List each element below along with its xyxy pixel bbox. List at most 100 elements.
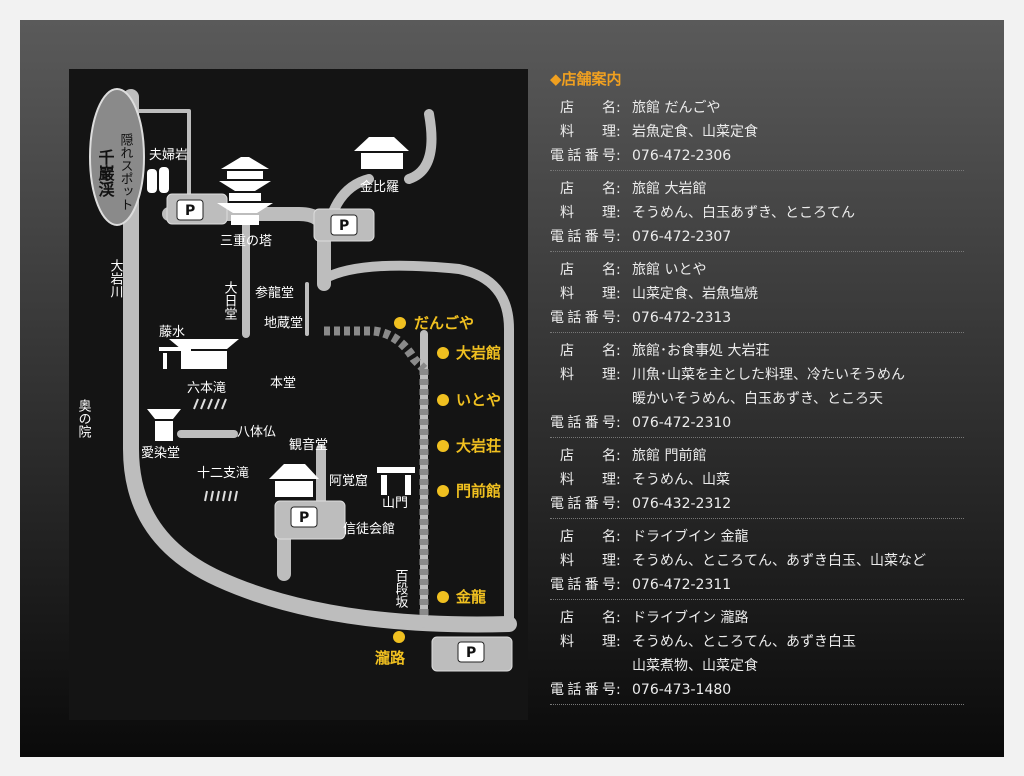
shop-food-value: 岩魚定食、山菜定食 xyxy=(632,124,758,140)
label-oiwa-river: 大岩川 xyxy=(108,259,124,298)
colon: : xyxy=(616,148,621,164)
shop-food-row: 料理: 川魚･山菜を主とした料理、冷たいそうめん 暖かいそうめん、白玉あずき、とこ… xyxy=(550,363,964,411)
shop-name-value: ドライブイン 瀧路 xyxy=(632,610,749,626)
shop-name-row: 店名:旅館 いとや xyxy=(550,258,964,282)
shop-tel-row: 電話番号:076-472-2313 xyxy=(550,306,964,330)
shop-food-value: そうめん、白玉あずき、ところてん xyxy=(632,205,856,221)
colon: : xyxy=(616,472,621,488)
path-meotoiwa xyxy=(135,109,191,211)
colon: : xyxy=(616,367,621,383)
label-senganke: 千巖渓 xyxy=(96,149,115,198)
shop-food-label: 料理 xyxy=(560,472,616,488)
parking-label-2: P xyxy=(339,218,349,234)
shop-tel-value: 076-473-1480 xyxy=(632,682,732,698)
hondo-icon xyxy=(169,339,239,369)
colon: : xyxy=(616,415,621,431)
shop-marker-monzenkan xyxy=(437,485,449,497)
shop-tel-value: 076-472-2310 xyxy=(632,415,732,431)
shop-food-row: 料理: そうめん、山菜 xyxy=(550,468,964,492)
label-hyakudanzaka: 百段坂 xyxy=(393,569,409,608)
shop-label-dangoya: だんごや xyxy=(414,314,474,332)
road-konpira xyxy=(319,174,374,289)
shop-marker-takiji xyxy=(393,631,405,643)
shop-entry: 店名:旅館 門前館料理:そうめん、山菜電話番号:076-432-2312 xyxy=(550,444,964,519)
colon: : xyxy=(616,343,621,359)
shop-tel-value: 076-472-2311 xyxy=(632,577,732,593)
shop-label-monzenkan: 門前館 xyxy=(456,482,501,500)
shop-name-value: 旅館 大岩館 xyxy=(632,181,707,197)
shop-food-row: 料理:山菜定食、岩魚塩焼 xyxy=(550,282,964,306)
colon: : xyxy=(616,181,621,197)
roppontaki-waterfall-icon xyxy=(193,398,227,410)
shop-tel-label: 電話番号 xyxy=(550,682,616,698)
shop-info-title: ◆店舗案内 xyxy=(550,70,622,88)
shop-tel-row: 電話番号:076-472-2311 xyxy=(550,573,964,597)
shop-name-row: 店名: ドライブイン 瀧路 xyxy=(550,606,964,630)
sanmon-icon xyxy=(377,467,415,495)
shop-marker-dangoya xyxy=(394,317,406,329)
shop-entry: 店名:ドライブイン 金龍料理:そうめん、ところてん、あずき白玉、山菜など電話番号… xyxy=(550,525,964,600)
label-akakudo: 阿覚窟 xyxy=(329,473,368,489)
label-fujimizu: 藤水 xyxy=(159,325,185,340)
label-kannondo: 観音堂 xyxy=(289,437,328,453)
shop-name-value: 旅館 いとや xyxy=(632,262,707,278)
shop-food-row: 料理:そうめん、ところてん、あずき白玉 山菜煮物、山菜定食 xyxy=(550,630,964,678)
shop-entry: 店名:旅館 いとや料理:山菜定食、岩魚塩焼電話番号:076-472-2313 xyxy=(550,258,964,333)
shop-tel-row: 電話番号:076-472-2306 xyxy=(550,144,964,168)
label-jizodo: 地蔵堂 xyxy=(264,316,303,331)
shop-food-value: 山菜定食、岩魚塩焼 xyxy=(632,286,758,302)
label-sanju-no-to: 三重の塔 xyxy=(220,233,272,249)
shop-food-value: そうめん、ところてん、あずき白玉 山菜煮物、山菜定食 xyxy=(632,634,856,674)
shop-entry: 店名:旅館 大岩館料理:そうめん、白玉あずき、ところてん電話番号:076-472… xyxy=(550,177,964,252)
road-north xyxy=(404,109,437,184)
shop-tel-value: 076-472-2307 xyxy=(632,229,732,245)
label-shintokaikan: 信徒会館 xyxy=(343,522,395,537)
shop-food-label: 料理 xyxy=(560,286,616,302)
shop-entry: 店名:旅館 だんごや料理:岩魚定食、山菜定食電話番号:076-472-2306 xyxy=(550,96,964,171)
hidden-spot-oval xyxy=(89,88,145,226)
shop-entry: 店名: ドライブイン 瀧路料理:そうめん、ところてん、あずき白玉 山菜煮物、山菜定… xyxy=(550,606,964,705)
main-road xyxy=(123,89,517,633)
shop-tel-row: 電話番号:076-473-1480 xyxy=(550,678,964,702)
label-oku-no-in: 奥の院 xyxy=(76,399,92,438)
shop-tel-row: 電話番号:076-432-2312 xyxy=(550,492,964,516)
colon: : xyxy=(616,262,621,278)
pagoda-icon xyxy=(217,157,273,225)
shop-name-label: 店名 xyxy=(560,610,616,626)
parking-label-1: P xyxy=(185,203,195,219)
colon: : xyxy=(616,205,621,221)
path-dotted-1 xyxy=(324,326,428,373)
colon: : xyxy=(616,100,621,116)
label-hidden-spot: 隠れスポット xyxy=(118,133,134,211)
colon: : xyxy=(616,529,621,545)
shop-food-label: 料理 xyxy=(560,367,616,383)
shop-tel-label: 電話番号 xyxy=(550,496,616,512)
parking-label-4: P xyxy=(466,645,476,661)
map-svg: 隠れスポット 千巖渓 夫婦岩 三重の塔 金比羅 大岩川 大日堂 参龍堂 地蔵堂 … xyxy=(76,88,517,672)
shop-name-row: 店名:旅館 大岩館 xyxy=(550,177,964,201)
colon: : xyxy=(616,682,621,698)
shop-name-label: 店名 xyxy=(560,343,616,359)
shop-name-label: 店名 xyxy=(560,100,616,116)
shop-tel-value: 076-472-2313 xyxy=(632,310,732,326)
junishitaki-waterfall-icon xyxy=(204,490,238,502)
colon: : xyxy=(616,610,621,626)
shop-marker-oiwaso xyxy=(437,440,449,452)
meotoiwa-rock-icon xyxy=(147,169,157,193)
shop-marker-oiwakan xyxy=(437,347,449,359)
colon: : xyxy=(616,577,621,593)
shop-name-row: 店名:旅館 だんごや xyxy=(550,96,964,120)
shop-food-value: 川魚･山菜を主とした料理、冷たいそうめん 暖かいそうめん、白玉あずき、ところ天 xyxy=(632,367,905,407)
shop-name-label: 店名 xyxy=(560,529,616,545)
shop-entry: 店名:旅館･お食事処 大岩荘料理:川魚･山菜を主とした料理、冷たいそうめん 暖か… xyxy=(550,339,964,438)
shop-food-value: そうめん、ところてん、あずき白玉、山菜など xyxy=(632,553,926,569)
shop-tel-label: 電話番号 xyxy=(550,415,616,431)
shop-label-takiji: 瀧路 xyxy=(375,649,406,667)
shop-label-oiwakan: 大岩館 xyxy=(456,344,501,362)
shop-tel-row: 電話番号:076-472-2307 xyxy=(550,225,964,249)
colon: : xyxy=(616,448,621,464)
shop-tel-row: 電話番号:076-472-2310 xyxy=(550,411,964,435)
shop-food-value: そうめん、山菜 xyxy=(632,472,730,488)
shop-food-row: 料理:岩魚定食、山菜定食 xyxy=(550,120,964,144)
